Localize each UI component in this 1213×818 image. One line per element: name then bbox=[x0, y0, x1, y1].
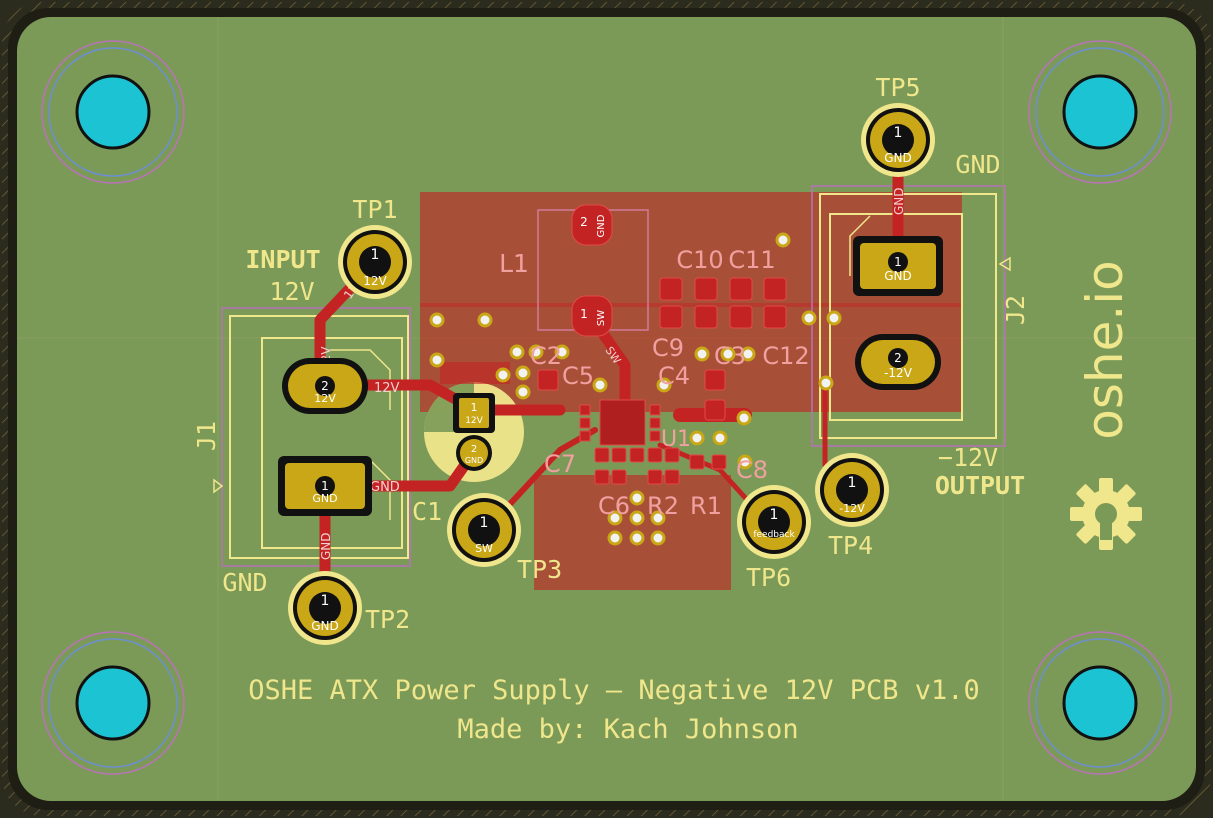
copper-zone-split bbox=[420, 303, 962, 307]
j2-pin-2-pad[interactable]: 2 -12V bbox=[855, 334, 941, 390]
footer-title: OSHE ATX Power Supply — Negative 12V PCB… bbox=[248, 675, 980, 706]
ref-c10: C10 bbox=[676, 246, 723, 274]
c1-pin-1-net: 12V bbox=[465, 416, 483, 426]
ref-c11: C11 bbox=[728, 246, 775, 274]
tp1-net: 12V bbox=[363, 274, 387, 288]
output-label: OUTPUT bbox=[935, 471, 1025, 500]
tp1-number: 1 bbox=[371, 247, 380, 263]
c1-pin-2-number: 2 bbox=[471, 444, 477, 455]
ref-tp6: TP6 bbox=[746, 563, 791, 592]
c1-pin-2-net: GND bbox=[465, 456, 483, 465]
tp3-pad[interactable]: 1 SW bbox=[447, 493, 521, 567]
gnd-right-label: GND bbox=[955, 150, 1000, 179]
oshe-gear-logo bbox=[1070, 478, 1142, 550]
j2-pin-1-pad[interactable]: 1 GND bbox=[853, 236, 943, 296]
j2-pin-1-net: GND bbox=[884, 269, 912, 283]
tp2-number: 1 bbox=[321, 593, 330, 609]
tp2-pad[interactable]: 1 GND bbox=[288, 571, 362, 645]
j2-pin-2-net: -12V bbox=[884, 366, 913, 380]
ref-c6: C6 bbox=[598, 492, 630, 520]
ref-c9: C9 bbox=[652, 334, 684, 362]
c1-pin-1-number: 1 bbox=[471, 401, 478, 414]
l1-pin-1-number: 1 bbox=[580, 307, 588, 321]
ref-r2: R2 bbox=[647, 492, 679, 520]
tp5-number: 1 bbox=[894, 125, 903, 141]
tp4-number: 1 bbox=[848, 475, 857, 491]
ref-c8: C8 bbox=[736, 456, 768, 484]
ref-c12: C12 bbox=[762, 342, 809, 370]
tp2-net: GND bbox=[311, 619, 339, 633]
j1-pin-2-number: 2 bbox=[321, 379, 329, 393]
mounting-hole-top-right bbox=[1028, 40, 1172, 184]
smd-pads-c10-c12 bbox=[659, 277, 787, 329]
ref-j2: J2 bbox=[1001, 295, 1030, 325]
ref-tp1: TP1 bbox=[352, 195, 397, 224]
mounting-hole-bottom-right bbox=[1028, 631, 1172, 775]
tp1-pad[interactable]: 1 12V bbox=[338, 225, 412, 299]
j1-pin-1-number: 1 bbox=[321, 479, 329, 493]
ref-tp3: TP3 bbox=[517, 555, 562, 584]
tp4-net: -12V bbox=[839, 502, 865, 515]
tp6-number: 1 bbox=[770, 507, 779, 523]
ref-tp4: TP4 bbox=[828, 531, 873, 560]
l1-pin-1-net: SW bbox=[596, 310, 607, 326]
net-label-main-12v: 12V bbox=[374, 381, 400, 396]
tp5-pad[interactable]: 1 GND bbox=[861, 103, 935, 177]
tp6-pad[interactable]: 1 feedback bbox=[737, 485, 811, 559]
tp3-number: 1 bbox=[480, 515, 489, 531]
tp4-pad[interactable]: 1 -12V bbox=[815, 453, 889, 527]
c1-pin-2-pad[interactable]: 2 GND bbox=[456, 435, 492, 471]
ref-c3: C3 bbox=[714, 342, 746, 370]
c1-pin-1-pad[interactable]: 1 12V bbox=[453, 393, 495, 433]
j1-pin-1-net: GND bbox=[312, 492, 337, 505]
input-label: INPUT bbox=[245, 245, 320, 274]
tp3-net: SW bbox=[475, 542, 493, 555]
tp5-net: GND bbox=[884, 151, 912, 165]
j1-pin-1-pad[interactable]: 1 GND bbox=[278, 456, 372, 516]
mounting-hole-bottom-left bbox=[41, 631, 185, 775]
ref-j1: J1 bbox=[192, 421, 221, 451]
l1-pin-2-number: 2 bbox=[580, 215, 588, 229]
ref-c2: C2 bbox=[530, 342, 562, 370]
net-label-gnd-tp5: GND bbox=[892, 187, 906, 215]
trace-12v-main bbox=[319, 379, 566, 416]
l1-pin-2-net: GND bbox=[596, 214, 607, 237]
net-label-gnd-tp2: GND bbox=[319, 532, 333, 560]
output-voltage-label: −12V bbox=[938, 443, 998, 472]
j2-pin-1-number: 1 bbox=[894, 255, 902, 269]
ref-r1: R1 bbox=[690, 492, 722, 520]
input-voltage-label: 12V bbox=[269, 277, 314, 306]
logo-text: oshe.io bbox=[1076, 260, 1134, 439]
ref-c7: C7 bbox=[544, 450, 576, 478]
ref-tp2: TP2 bbox=[365, 605, 410, 634]
ref-c4: C4 bbox=[658, 362, 690, 390]
ref-u1: U1 bbox=[661, 427, 691, 452]
vias bbox=[429, 232, 842, 546]
ref-c5: C5 bbox=[562, 362, 594, 390]
gnd-left-label: GND bbox=[222, 568, 267, 597]
ref-l1: L1 bbox=[499, 249, 529, 278]
ref-c1: C1 bbox=[412, 497, 442, 526]
j2-pin-2-number: 2 bbox=[894, 351, 902, 365]
ref-tp5: TP5 bbox=[875, 73, 920, 102]
tp6-net: feedback bbox=[753, 530, 795, 540]
smd-pads-small bbox=[537, 369, 727, 485]
j1-pin-2-pad[interactable]: 2 12V bbox=[282, 358, 368, 414]
net-label-gnd: GND bbox=[370, 480, 400, 495]
l1-pin-1-pad[interactable]: 1 SW bbox=[571, 295, 613, 337]
j1-pin-2-net: 12V bbox=[314, 392, 336, 405]
l1-pin-2-pad[interactable]: 2 GND bbox=[571, 204, 613, 246]
footer-author: Made by: Kach Johnson bbox=[457, 714, 798, 745]
mounting-hole-top-left bbox=[41, 40, 185, 184]
